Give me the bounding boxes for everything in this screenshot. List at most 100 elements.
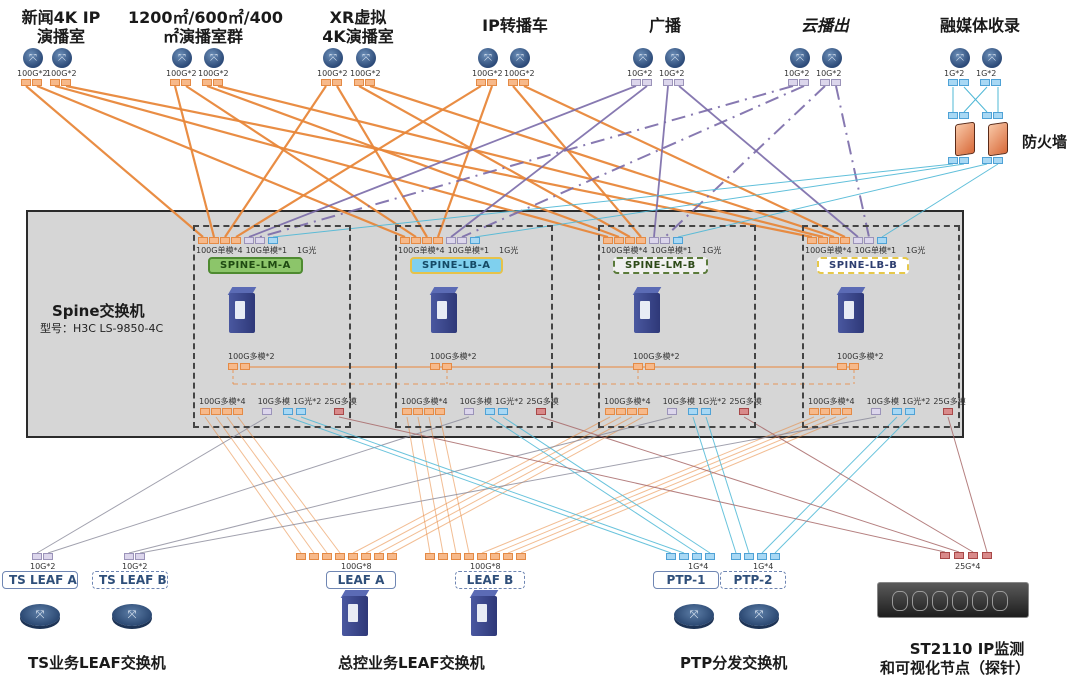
port-rate-label: 1G光*2 xyxy=(494,397,524,406)
firewall-icon xyxy=(988,121,1008,157)
port xyxy=(446,237,456,244)
port xyxy=(255,237,265,244)
port xyxy=(477,553,487,560)
port xyxy=(400,237,410,244)
switch-tower-icon xyxy=(632,287,662,333)
port xyxy=(464,553,474,560)
router-icon: ⤧ xyxy=(633,48,653,68)
port xyxy=(757,553,767,560)
port xyxy=(490,553,500,560)
spine-switch-label[interactable]: SPINE-LM-B xyxy=(613,257,708,274)
port-rate-label: 100G多模*2 xyxy=(837,352,884,361)
port-rate-label: 100G*2 xyxy=(317,69,348,78)
ptp-1[interactable]: PTP-1 xyxy=(653,571,719,589)
port xyxy=(21,79,31,86)
port-rate-label: 25G多模 xyxy=(526,397,559,406)
port-rate-label: 1G光 xyxy=(906,246,926,255)
port xyxy=(124,553,134,560)
ptp-2[interactable]: PTP-2 xyxy=(720,571,786,589)
router-icon: ⤧ xyxy=(323,48,343,68)
port xyxy=(487,79,497,86)
port xyxy=(954,552,964,559)
leaf-b[interactable]: LEAF B xyxy=(455,571,525,589)
port-rate-label: 100G多模*4 xyxy=(199,397,246,406)
port xyxy=(464,408,474,415)
port xyxy=(433,237,443,244)
ts-leaf-a[interactable]: TS LEAF A xyxy=(2,571,78,589)
port xyxy=(667,408,677,415)
port-rate-label: 100G多模*4 xyxy=(808,397,855,406)
port-rate-label: 10G多模 xyxy=(866,397,899,406)
port xyxy=(411,237,421,244)
port-rate-label: 1G*4 xyxy=(753,562,774,571)
port xyxy=(508,79,518,86)
port xyxy=(442,363,452,370)
port xyxy=(322,553,332,560)
probe-server-icon xyxy=(877,582,1029,618)
port-rate-label: 1G光 xyxy=(702,246,722,255)
port xyxy=(959,157,969,164)
port-rate-label: 1G*4 xyxy=(688,562,709,571)
spine-switch-label[interactable]: SPINE-LB-B xyxy=(817,257,910,274)
port-rate-label: 10G*2 xyxy=(30,562,56,571)
port xyxy=(948,79,958,86)
spine-switch-label[interactable]: SPINE-LB-A xyxy=(410,257,503,274)
port-rate-label: 10G*2 xyxy=(659,69,685,78)
port xyxy=(692,553,702,560)
port xyxy=(892,408,902,415)
port xyxy=(731,553,741,560)
spine-switch-label[interactable]: SPINE-LM-A xyxy=(208,257,303,274)
port xyxy=(943,408,953,415)
port-rate-label: 10G单模*1 xyxy=(447,246,490,255)
port xyxy=(435,408,445,415)
port-rate-label: 100G单模*4 xyxy=(601,246,648,255)
switch-tower-icon xyxy=(836,287,866,333)
port xyxy=(993,157,1003,164)
port xyxy=(625,237,635,244)
port xyxy=(387,553,397,560)
port xyxy=(701,408,711,415)
port xyxy=(820,79,830,86)
port-rate-label: 100G多模*2 xyxy=(228,352,275,361)
port xyxy=(948,112,958,119)
port xyxy=(674,79,684,86)
port-rate-label: 1G*2 xyxy=(976,69,997,78)
port xyxy=(605,408,615,415)
port xyxy=(365,79,375,86)
router-icon: ⤧ xyxy=(982,48,1002,68)
port-rate-label: 100G*2 xyxy=(166,69,197,78)
probe-caption-line: ST2110 IP监测 xyxy=(909,640,1025,658)
port-rate-label: 10G单模*1 xyxy=(245,246,288,255)
port xyxy=(959,79,969,86)
title-line: 4K演播室 xyxy=(322,27,394,46)
port xyxy=(348,553,358,560)
port xyxy=(170,79,180,86)
port xyxy=(980,79,990,86)
port-rate-label: 25G多模 xyxy=(324,397,357,406)
port xyxy=(818,237,828,244)
router-icon: ⤧ xyxy=(20,604,60,626)
port xyxy=(829,237,839,244)
port xyxy=(638,408,648,415)
port-rate-label: 25G多模 xyxy=(729,397,762,406)
port xyxy=(807,237,817,244)
port xyxy=(519,79,529,86)
leaf-a[interactable]: LEAF A xyxy=(326,571,396,589)
port-rate-label: 10G*2 xyxy=(784,69,810,78)
port xyxy=(485,408,495,415)
title-line: 融媒体收录 xyxy=(939,16,1020,35)
port xyxy=(744,553,754,560)
port xyxy=(614,237,624,244)
port xyxy=(631,79,641,86)
port xyxy=(864,237,874,244)
ts-leaf-b[interactable]: TS LEAF B xyxy=(92,571,168,589)
port-rate-label: 100G多模*2 xyxy=(633,352,680,361)
router-icon: ⤧ xyxy=(23,48,43,68)
port xyxy=(809,408,819,415)
port xyxy=(627,408,637,415)
port xyxy=(877,237,887,244)
